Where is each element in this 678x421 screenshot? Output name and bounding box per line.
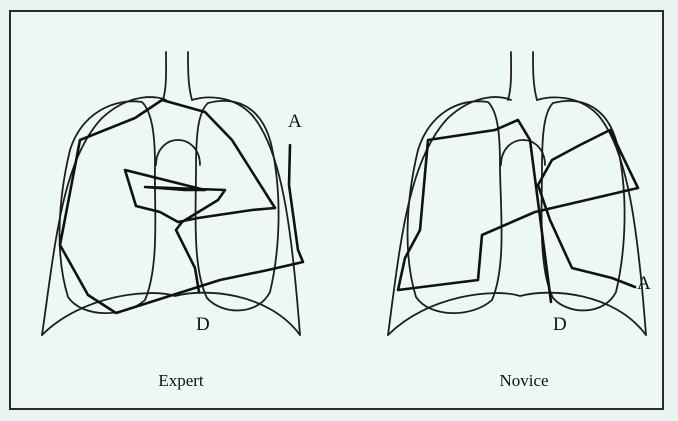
- novice-caption: Novice: [499, 371, 548, 390]
- novice-diaphragm: [388, 293, 646, 335]
- expert-heart: [156, 140, 200, 165]
- novice-chest-outline: [388, 52, 646, 335]
- expert-trachea-left: [163, 52, 166, 100]
- novice-heart: [501, 140, 545, 165]
- novice-trachea-left: [508, 52, 511, 100]
- expert-chest-wall: [42, 97, 300, 335]
- expert-start-label: A: [288, 111, 302, 132]
- novice-panel: A D Novice: [388, 52, 651, 390]
- expert-panel: A D Expert: [42, 52, 303, 390]
- expert-diaphragm: [42, 293, 300, 335]
- expert-caption: Expert: [158, 371, 204, 390]
- expert-trachea-right: [188, 52, 192, 100]
- novice-trachea-right: [533, 52, 537, 100]
- expert-chest-outline: [42, 52, 300, 335]
- novice-start-label: A: [637, 273, 651, 294]
- novice-scan-path: [398, 120, 638, 302]
- novice-end-label: D: [553, 314, 567, 335]
- expert-end-label: D: [196, 314, 210, 335]
